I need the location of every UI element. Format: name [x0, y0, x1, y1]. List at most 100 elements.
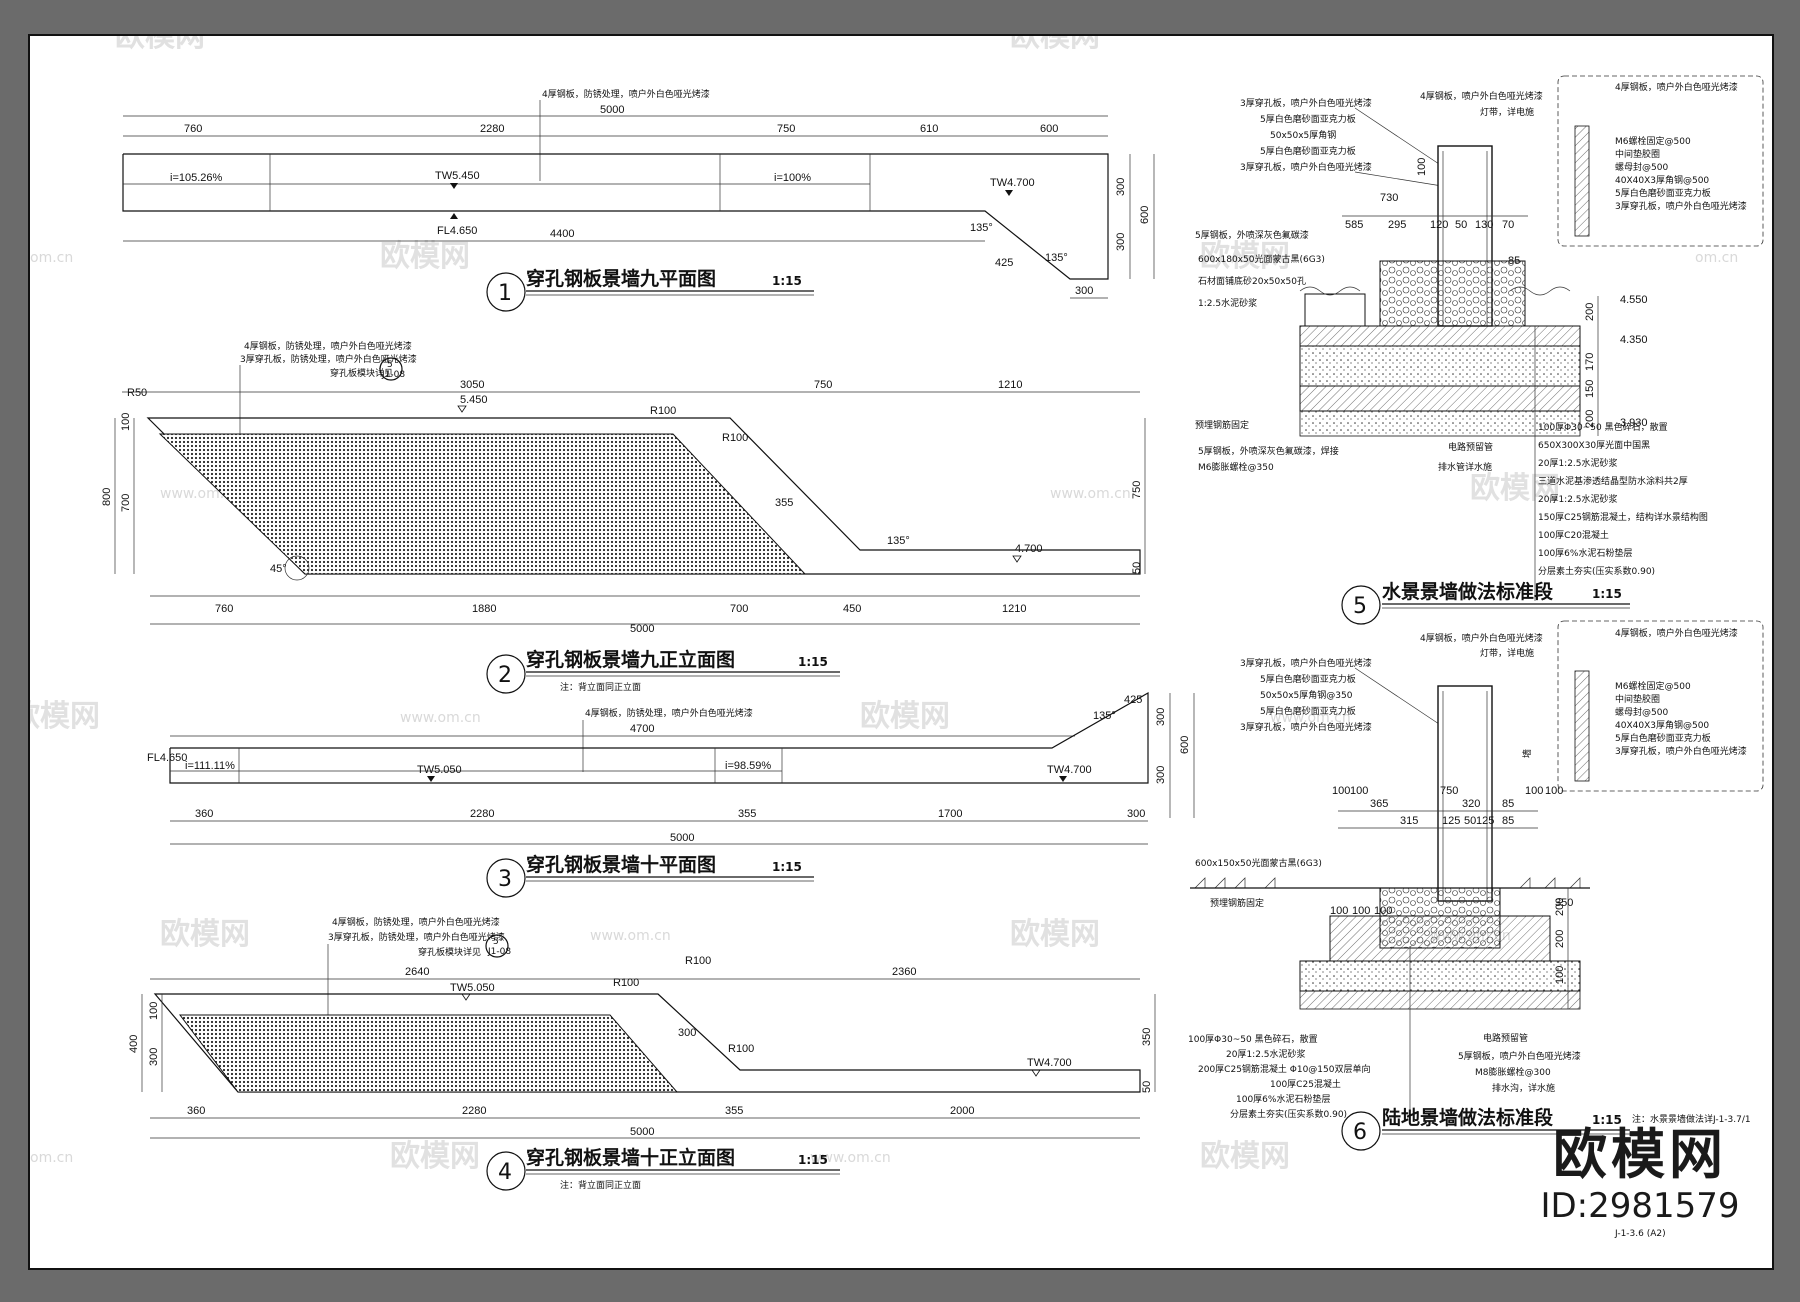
v6-dim: 85 — [1502, 798, 1514, 810]
drawing-sheet: 欧模网 欧模网 www.om.cn www.om.cn 欧模网 欧模网 om.c… — [28, 34, 1774, 1270]
v5-dim: 585 — [1345, 219, 1363, 231]
v5-level: 3.930 — [1620, 417, 1648, 429]
v4-dim: 350 — [1141, 1028, 1153, 1046]
v4-dim: 400 — [128, 1035, 140, 1053]
v4-d: 300 — [678, 1027, 696, 1039]
v6-view-number — [1341, 1111, 1381, 1151]
v6-base — [1299, 990, 1581, 1010]
v1-fl: FL4.650 — [437, 225, 477, 237]
view-1-scale: 1:15 — [772, 274, 802, 288]
view-2-scale: 1:15 — [798, 655, 828, 669]
watermark-brand: 欧模网 — [115, 36, 205, 54]
v6-top-note: 4厚钢板，喷户外白色哑光烤漆 — [1420, 632, 1543, 644]
v1-total: 5000 — [600, 104, 624, 116]
view-4-scale: 1:15 — [798, 1153, 828, 1167]
v6-dim: 100 — [1352, 905, 1370, 917]
view-3-scale: 1:15 — [772, 860, 802, 874]
v1-tw1: TW5.450 — [435, 170, 480, 182]
view-5-water-wall-section: 3厚穿孔板，喷户外白色哑光烤漆 5厚白色磨砂面亚克力板 50x50x5厚角钢 5… — [1195, 75, 1764, 625]
v1-dim: 600 — [1040, 123, 1058, 135]
v3-outline — [169, 691, 1149, 784]
view-2-elevation: 4厚钢板，防锈处理，喷户外白色哑光烤漆 3厚穿孔板，防锈处理，喷户外白色哑光烤漆… — [101, 340, 1146, 694]
v4-callout-sheet: J1-08 — [487, 947, 511, 957]
v3-ang: 135° — [1093, 710, 1116, 722]
v5-layer: 三道水泥基渗透结晶型防水涂料共2厚 — [1538, 475, 1688, 487]
v1-foot: 300 — [1075, 285, 1093, 297]
v5-layer: 20厚1:2.5水泥砂浆 — [1538, 457, 1618, 469]
v1-note: 4厚钢板，防锈处理，喷户外白色哑光烤漆 — [542, 88, 710, 100]
v5-left2-note: 600x180x50光面蒙古黑(6G3) — [1198, 253, 1325, 265]
v2-note: 穿孔板模块详见 — [330, 367, 393, 379]
v6-dim: 200 — [1554, 898, 1566, 916]
v4-total: 5000 — [630, 1126, 654, 1138]
v6-dim: 365 — [1370, 798, 1388, 810]
v5-dim: 200 — [1584, 410, 1596, 428]
watermark-brand: 欧模网 — [1200, 1139, 1290, 1174]
v2-dim: R50 — [127, 387, 147, 399]
v5-layer: 分层素土夯实(压实系数0.90) — [1538, 565, 1655, 577]
v4-dim: 2640 — [405, 966, 429, 978]
v1-bottom: 4400 — [550, 228, 574, 240]
view-6-title: 陆地景墙做法标准段 — [1382, 1106, 1554, 1129]
v4-dim: 355 — [725, 1105, 743, 1117]
v6-layer: 100厚6%水泥石粉垫层 — [1236, 1093, 1330, 1105]
v6-detail-box — [1557, 620, 1764, 792]
v3-slope1: i=111.11% — [185, 760, 235, 772]
watermark-site: www.om.cn — [550, 36, 631, 38]
v5-detail-note: M6螺栓固定@500 — [1615, 135, 1691, 147]
watermark-site: www.om.cn — [810, 1150, 891, 1166]
v4-dim: 300 — [148, 1048, 160, 1066]
view-1-title: 穿孔钢板景墙九平面图 — [526, 267, 716, 290]
v5-detail-note: 3厚穿孔板，喷户外白色哑光烤漆 — [1615, 200, 1747, 212]
v5-layer: 100厚Φ30~50 黑色碎石，散置 — [1538, 421, 1668, 433]
v5-dim: 150 — [1584, 380, 1596, 398]
watermark-brand: 欧模网 — [160, 917, 250, 952]
v6-num: 6 — [1353, 1120, 1367, 1145]
watermark-brand: 欧模网 — [390, 1139, 480, 1174]
v1-dim: 300 — [1115, 233, 1127, 251]
v6-right-note: 5厚钢板，喷户外白色哑光烤漆 — [1458, 1050, 1581, 1062]
v2-ang: 135° — [887, 535, 910, 547]
v5-left-note: 50x50x5厚角钢 — [1270, 129, 1336, 141]
v5-detail-note: 5厚白色磨砂面亚克力板 — [1615, 187, 1711, 199]
v6-dim: 125 — [1442, 815, 1460, 827]
v2-total: 5000 — [630, 623, 654, 635]
view-2-title: 穿孔钢板景墙九正立面图 — [526, 648, 735, 671]
v4-radius2: R100 — [685, 955, 711, 967]
v5-bottom-note: M6膨胀螺栓@350 — [1198, 461, 1274, 473]
v2-dim: 700 — [120, 494, 132, 512]
v5-dim: 200 — [1584, 303, 1596, 321]
v5-layer: 100厚6%水泥石粉垫层 — [1538, 547, 1632, 559]
v6-dim: 100 — [1330, 905, 1348, 917]
v5-top-note: 4厚钢板，喷户外白色哑光烤漆 — [1420, 90, 1543, 102]
v6-detail-note: 4厚钢板，喷户外白色哑光烤漆 — [1615, 627, 1738, 639]
v2-callout: 5 — [387, 360, 393, 370]
v5-dim: 120 — [1430, 219, 1448, 231]
v5-layer: 20厚1:2.5水泥砂浆 — [1538, 493, 1618, 505]
v6-left-note: 3厚穿孔板，喷户外白色哑光烤漆 — [1240, 721, 1372, 733]
v2-d: 355 — [775, 497, 793, 509]
v6-left-note: 50x50x5厚角钢@350 — [1260, 689, 1353, 701]
v4-dim: 2280 — [462, 1105, 486, 1117]
v5-detail-note: 40X40X3厚角钢@500 — [1615, 174, 1709, 186]
v5-dim: 170 — [1584, 353, 1596, 371]
v3-note: 4厚钢板，防锈处理，喷户外白色哑光烤漆 — [585, 707, 753, 719]
v2-dim: 1210 — [1002, 603, 1026, 615]
v5-top-note: 灯带，详电施 — [1480, 106, 1534, 118]
drawing-canvas: 欧模网 欧模网 www.om.cn www.om.cn 欧模网 欧模网 om.c… — [30, 36, 1764, 1239]
v4-dim: 2000 — [950, 1105, 974, 1117]
v4-tw1: TW5.050 — [450, 982, 495, 994]
v6-left2-note: 600x150x50光面蒙古黑(6G3) — [1195, 857, 1322, 869]
v5-detail-box — [1557, 75, 1764, 247]
v6-dim: 50 — [1464, 815, 1476, 827]
v6-dim: 315 — [1400, 815, 1418, 827]
watermark-brand: 欧模网 — [860, 699, 950, 734]
watermark-site: www.om.cn — [400, 710, 481, 726]
watermark-domain: om.cn — [1695, 250, 1738, 266]
v6-dim: 100 — [1525, 785, 1543, 797]
watermark-site: www.om.cn — [1270, 710, 1351, 726]
watermark-domain: om.cn — [30, 250, 73, 266]
brand-block: 欧模网 ID:2981579 — [1505, 1125, 1775, 1227]
v1-slope2: i=100% — [774, 172, 811, 184]
v4-perforated-panel — [178, 1014, 679, 1093]
